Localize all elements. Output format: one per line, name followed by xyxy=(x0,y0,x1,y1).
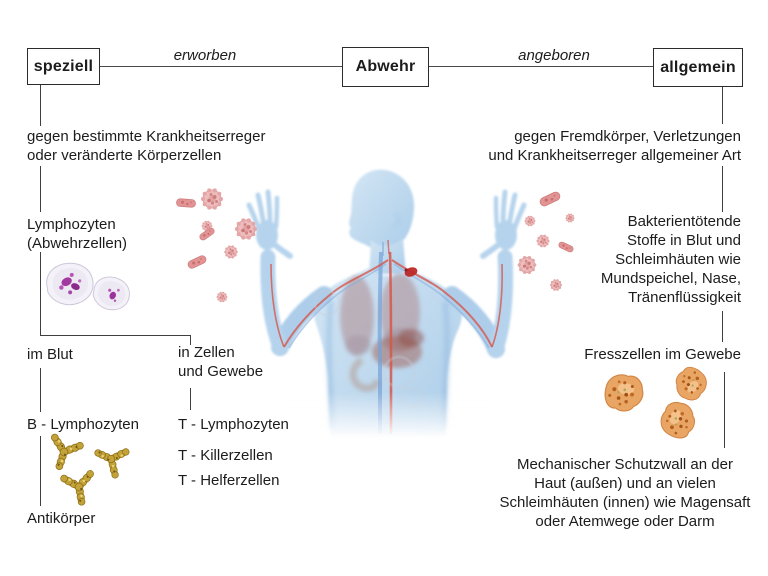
node-abwehr: Abwehr xyxy=(342,47,429,87)
label-antikoerper: Antikörper xyxy=(27,510,96,527)
label-t-lymphozyten: T - Lymphozyten xyxy=(178,416,289,433)
label-right-description: gegen Fremdkörper, Verletzungen und Kran… xyxy=(488,128,741,164)
label-left-description: gegen bestimmte Krankheitserreger oder v… xyxy=(27,128,266,164)
connector-description-lymphozyten xyxy=(40,166,41,212)
connector-description-bakterien xyxy=(722,166,723,212)
connector-fresszellen-schutzwall xyxy=(724,372,725,448)
connector-gewebe-tlymphozyten xyxy=(190,388,191,410)
label-bakterientoetende: Bakterientötende Stoffe in Blut und Schl… xyxy=(600,213,741,306)
label-in-zellen-gewebe: in Zellen und Gewebe xyxy=(178,344,264,380)
label-mechanischer-schutzwall: Mechanischer Schutzwall an der Haut (auß… xyxy=(499,456,751,530)
connector-allgemein-description xyxy=(722,86,723,124)
connector-speziell-description xyxy=(40,84,41,126)
node-allgemein: allgemein xyxy=(653,48,743,87)
edge-line-erworben xyxy=(98,66,342,67)
label-t-helferzellen: T - Helferzellen xyxy=(178,472,280,489)
label-fresszellen: Fresszellen im Gewebe xyxy=(584,346,741,363)
organs-illustration xyxy=(349,329,424,392)
blood-vessels-illustration xyxy=(270,239,503,434)
phagocyte-cells-illustration xyxy=(601,361,713,444)
branch-drop-right xyxy=(190,336,191,345)
human-figure-illustration xyxy=(246,169,527,446)
label-t-killerzellen: T - Killerzellen xyxy=(178,447,273,464)
pathogens-left-illustration xyxy=(175,187,258,303)
edge-line-angeboren xyxy=(427,66,653,67)
label-lymphozyten: Lymphozyten (Abwehrzellen) xyxy=(27,216,128,252)
connector-bakterien-fresszellen xyxy=(722,311,723,342)
connector-lymphozyten-branch xyxy=(40,252,41,336)
infection-spot xyxy=(404,267,418,277)
branch-line xyxy=(40,335,191,336)
antibody-molecules-illustration xyxy=(42,433,130,508)
connector-imblut-blymphozyten xyxy=(40,368,41,412)
label-im-blut: im Blut xyxy=(27,346,73,363)
label-b-lymphozyten: B - Lymphozyten xyxy=(27,416,139,433)
edge-label-erworben: erworben xyxy=(173,47,237,64)
connector-blymphozyten-antikoerper xyxy=(40,436,41,506)
edge-label-angeboren: angeboren xyxy=(518,47,590,64)
node-speziell: speziell xyxy=(27,48,100,85)
lymphocyte-cells-illustration xyxy=(46,262,130,311)
